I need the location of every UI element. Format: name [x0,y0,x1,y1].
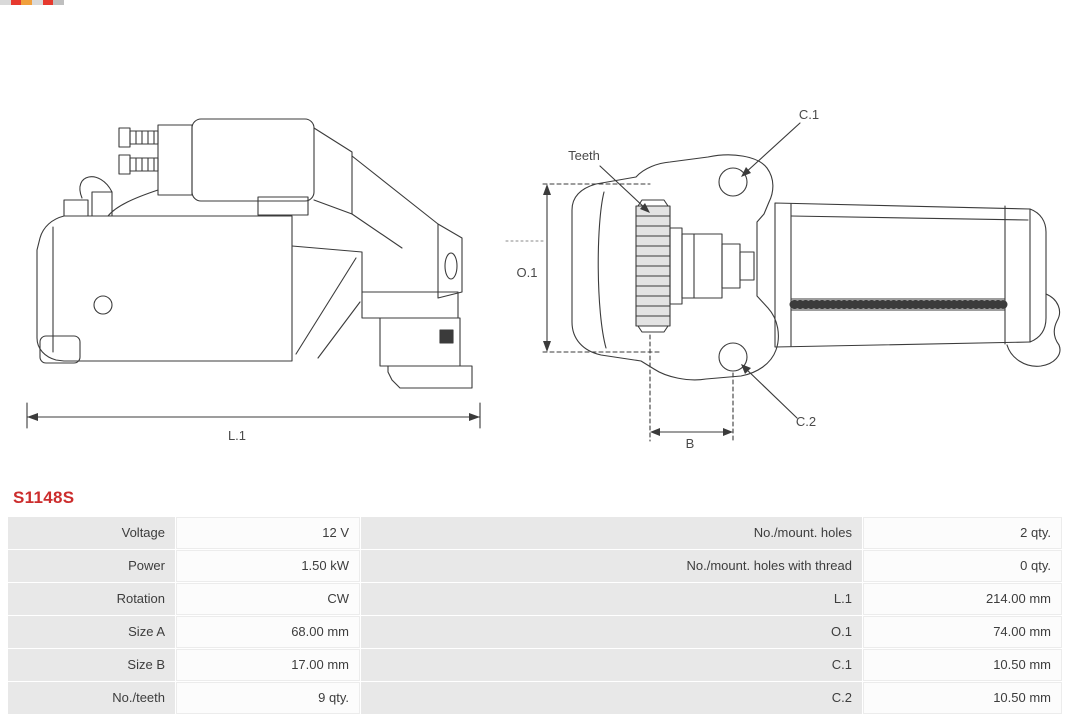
spec-label-cell: O.1 [361,616,862,648]
logo-strip-segment [32,0,43,5]
spec-value-cell: 17.00 mm [176,649,360,681]
o1-dimension-label: O.1 [517,265,538,280]
spec-value-cell: 10.50 mm [863,649,1062,681]
spec-label-cell: Power [8,550,175,582]
logo-strip-segment [21,0,33,5]
spec-label-cell: No./mount. holes with thread [361,550,862,582]
spec-value-cell: 10.50 mm [863,682,1062,714]
spec-label-cell: Rotation [8,583,175,615]
technical-drawings: L.1 O.1 B C.1 C.2 Teeth [26,107,1061,451]
spec-value-cell: 68.00 mm [176,616,360,648]
spec-value-cell: 12 V [176,517,360,549]
side-view-drawing [36,118,473,389]
l1-dimension-label: L.1 [228,428,246,443]
spec-label-cell: Voltage [8,517,175,549]
b-dimension-label: B [686,436,695,451]
spec-value-cell: 1.50 kW [176,550,360,582]
logo-strip-segment [42,0,54,5]
spec-label-cell: L.1 [361,583,862,615]
spec-label-cell: C.1 [361,649,862,681]
front-view-drawing [571,154,1061,381]
spec-label-cell: No./teeth [8,682,175,714]
teeth-label: Teeth [568,148,600,163]
spec-label-cell: C.2 [361,682,862,714]
o1-dimension [505,183,663,353]
part-number: S1148S [13,488,75,507]
spec-value-cell: CW [176,583,360,615]
spec-value-cell: 9 qty. [176,682,360,714]
leader-lines [599,122,801,419]
spec-value-cell: 74.00 mm [863,616,1062,648]
logo-strip-segment [10,0,22,5]
spec-label-cell: No./mount. holes [361,517,862,549]
b-dimension [649,334,734,442]
logo-strip-segment [53,0,65,5]
spec-label-cell: Size A [8,616,175,648]
spec-value-cell: 2 qty. [863,517,1062,549]
specs-table: Voltage 12 V No./mount. holes 2 qty. Pow… [8,517,1062,714]
c1-dimension-label: C.1 [799,107,819,122]
l1-dimension [26,402,481,429]
spec-value-cell: 0 qty. [863,550,1062,582]
logo-strip-segment [0,0,11,5]
spec-value-cell: 214.00 mm [863,583,1062,615]
spec-label-cell: Size B [8,649,175,681]
c2-dimension-label: C.2 [796,414,816,429]
brand-logo-strip [0,0,65,5]
